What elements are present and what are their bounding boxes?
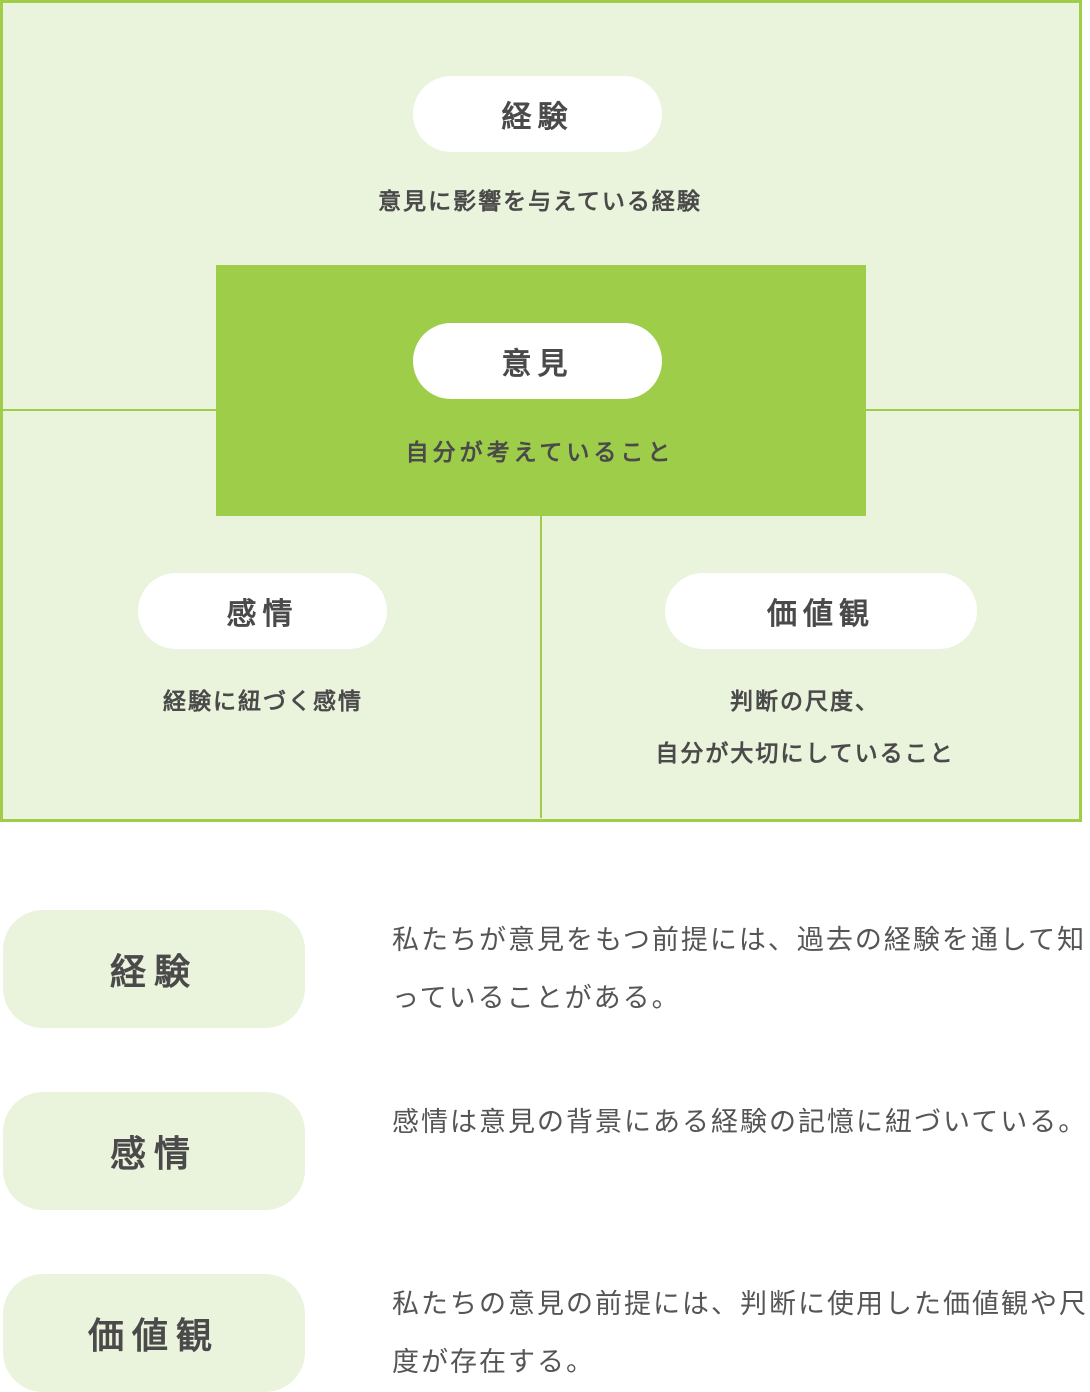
- explanation-text: 私たちが意見をもつ前提には、過去の経験を通して知っていることがある。: [392, 925, 1087, 1014]
- opinion-desc: 自分が考えていること: [405, 440, 675, 466]
- explanation-label: 経験: [3, 910, 305, 1028]
- experience-desc: 意見に影響を与えている経験: [378, 189, 702, 215]
- opinion-pill: 意見: [413, 323, 662, 399]
- emotion-desc: 経験に紐づく感情: [163, 689, 363, 715]
- values-desc-line2: 自分が大切にしていること: [655, 741, 955, 767]
- explanation-label: 感情: [3, 1092, 305, 1210]
- explanation-text: 感情は意見の背景にある経験の記憶に紐づいている。: [392, 1107, 1088, 1138]
- explanation-text: 私たちの意見の前提には、判断に使用した価値観や尺度が存在する。: [392, 1289, 1088, 1378]
- divider-vertical: [540, 516, 542, 818]
- explanation-label: 価値観: [3, 1274, 305, 1392]
- experience-pill: 経験: [413, 76, 662, 152]
- values-desc-line1: 判断の尺度、: [730, 689, 880, 715]
- values-pill: 価値観: [665, 573, 977, 649]
- emotion-pill: 感情: [138, 573, 387, 649]
